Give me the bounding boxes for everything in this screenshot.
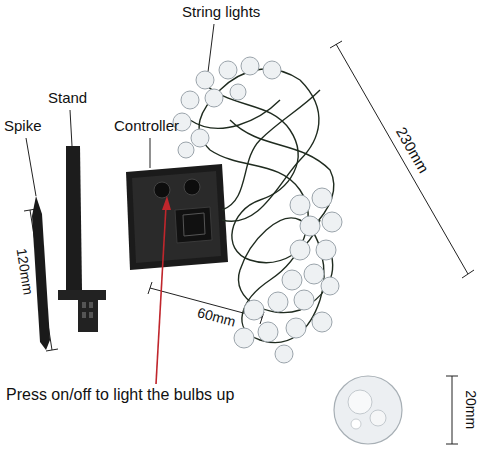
bulb-closeup	[334, 376, 402, 444]
note: Press on/off to light the bulbs up	[6, 386, 234, 404]
dimension-lines	[24, 41, 474, 444]
spike	[32, 196, 50, 350]
part-name: Controller	[114, 118, 179, 135]
part-name: Spike	[4, 118, 42, 135]
wires	[190, 69, 334, 343]
dimension: 120mm	[12, 246, 35, 298]
part-name: Stand	[48, 90, 87, 107]
part-name: String lights	[182, 4, 260, 21]
bulbs	[173, 57, 342, 363]
pointer-arrow	[156, 196, 171, 384]
controller-box	[126, 164, 228, 270]
stand	[58, 146, 106, 332]
dimension: 230mm	[391, 122, 432, 177]
dimension: 20mm	[462, 389, 477, 432]
dimension: 60mm	[193, 305, 238, 331]
